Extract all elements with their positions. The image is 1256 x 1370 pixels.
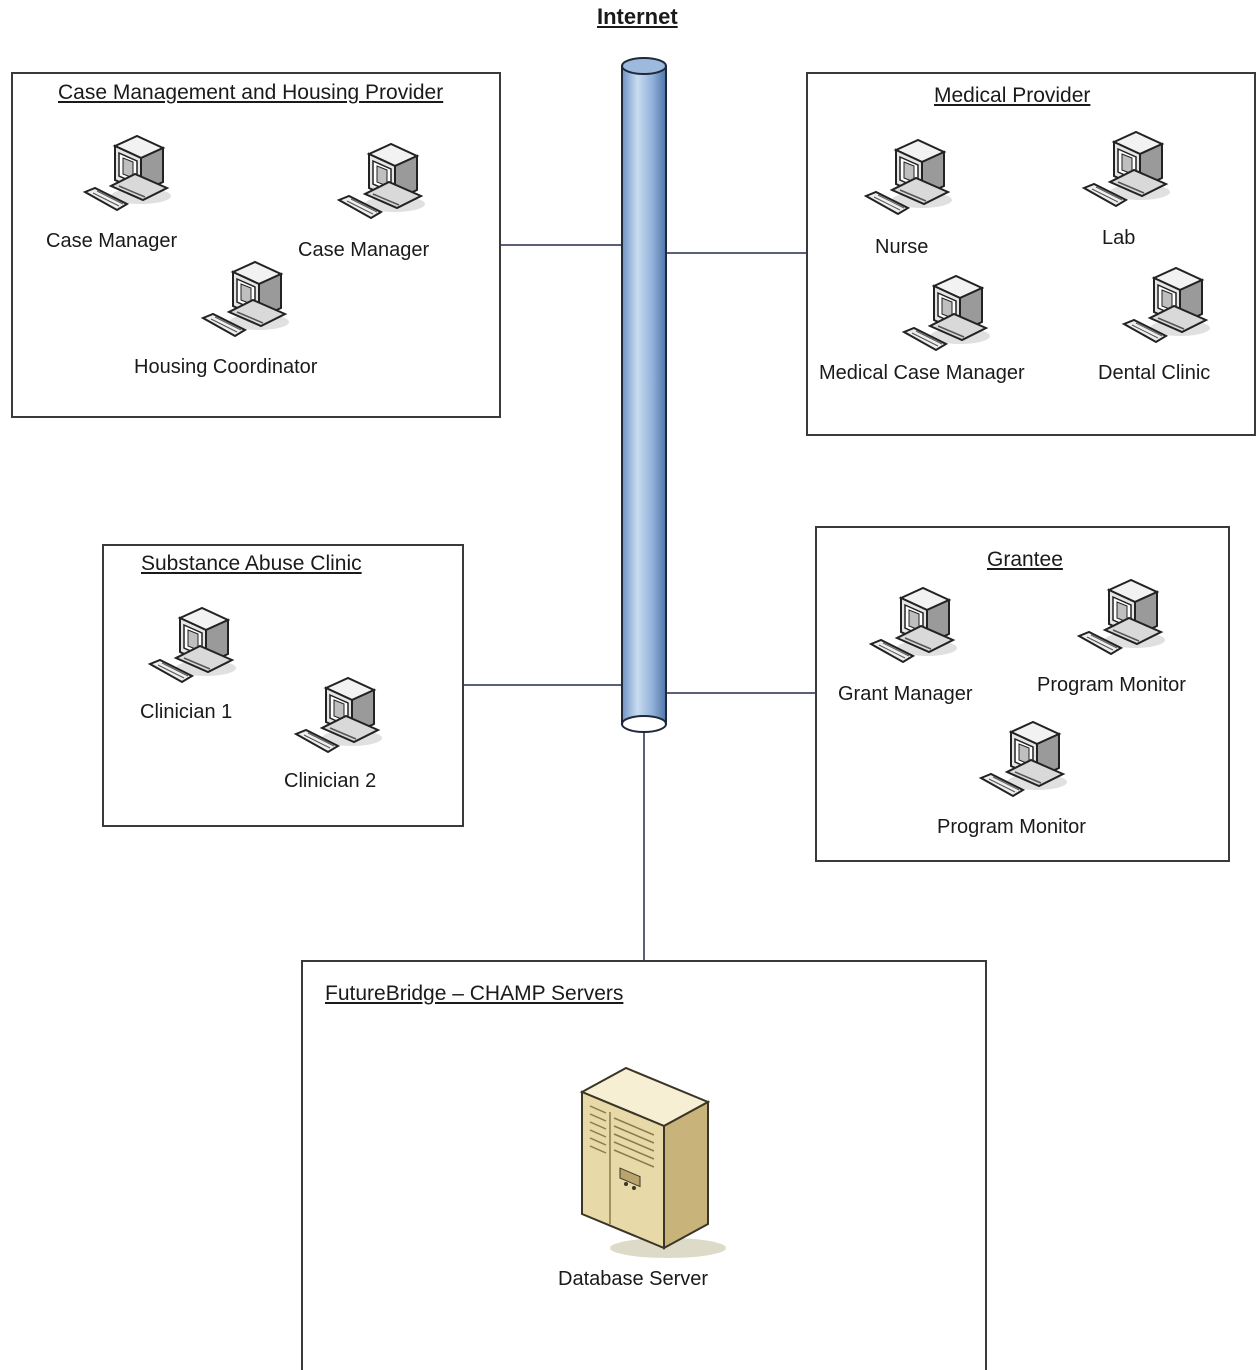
internet-backbone [621,57,667,733]
workstation-icon [870,587,958,663]
substance-abuse-group: Substance Abuse Clinic Clinician 1 Clini… [102,544,464,827]
node-label: Case Manager [46,230,178,252]
workstation-icon [338,143,426,219]
group-title: FutureBridge – CHAMP Servers [325,982,624,1005]
group-title: Case Management and Housing Provider [58,81,444,104]
workstation-icon [903,275,991,351]
workstation-icon [1078,579,1166,655]
group-title: Substance Abuse Clinic [141,552,362,575]
workstation-icon [1123,267,1211,343]
grantee-group: Grantee Grant Manager Program Monitor Pr… [815,526,1230,862]
node-label: Clinician 2 [284,770,377,792]
node-label: Grant Manager [838,683,973,705]
workstation-icon [84,135,172,211]
internet-label: Internet [597,4,678,29]
node-label: Dental Clinic [1098,362,1211,384]
case-management-group: Case Management and Housing Provider Cas… [11,72,501,418]
node-label: Case Manager [298,239,430,261]
medical-provider-group: Medical Provider Nurse Lab Medical Case … [806,72,1256,436]
workstation-icon [980,721,1068,797]
node-label: Housing Coordinator [134,356,318,378]
workstation-icon [202,261,290,337]
workstation-icon [1083,131,1171,207]
node-label: Program Monitor [937,816,1086,838]
node-label: Program Monitor [1037,674,1186,696]
group-title: Grantee [987,548,1063,571]
node-label: Database Server [558,1268,709,1290]
database-server-icon [579,1066,726,1258]
node-label: Medical Case Manager [819,362,1025,384]
workstation-icon [295,677,383,753]
node-label: Clinician 1 [140,701,233,723]
workstation-icon [149,607,237,683]
node-label: Lab [1102,227,1136,249]
node-label: Nurse [875,236,929,258]
group-title: Medical Provider [934,84,1091,107]
workstation-icon [865,139,953,215]
